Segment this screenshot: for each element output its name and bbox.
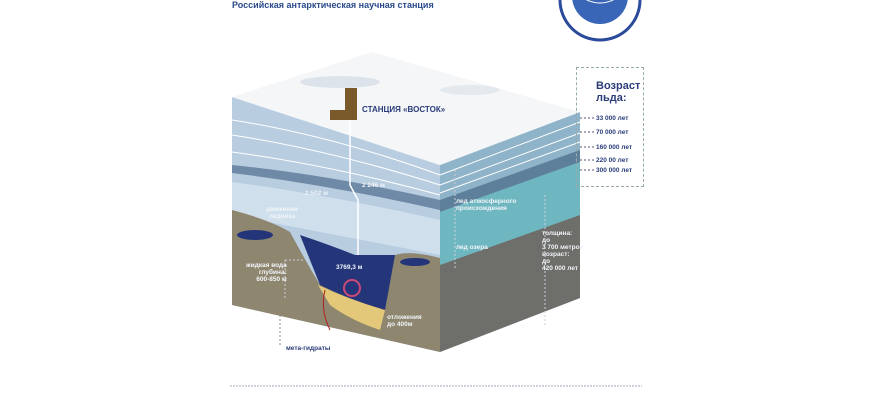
ice-layers-right [439,121,581,194]
lake-ice-label: лед озера [456,244,488,251]
lake-ice-right [440,162,580,265]
ice-age-title-line: льда: [596,92,627,104]
depth-label-2502: 2 502 м [305,190,328,197]
ice-age-legend-box [576,67,644,187]
ice-age-level: 160 000 лет [596,144,633,151]
ice-layers-left [231,119,441,196]
borehole [349,120,359,255]
depth-label-2246: 2 246 м [362,182,385,189]
ice-age-level: 220 00 лет [596,157,629,164]
logo-emblem [558,0,642,42]
sediment [318,285,385,330]
lake-water [300,235,395,310]
dark-ice-band [232,165,440,210]
water-circulation-icon [343,279,361,297]
subglacial-pocket [400,258,430,266]
header-subtitle: Российская антарктическая научная станци… [232,0,434,10]
dark-ice-band-right [440,150,580,212]
subglacial-pocket [237,230,273,240]
lower-ice [232,182,440,255]
methane-vent [322,289,331,331]
station-building-icon [330,88,357,120]
guide-lines [279,117,595,345]
methane-hydrates-label: мета-гидраты [286,345,331,352]
ice-age-level: 70 000 лет [596,129,629,136]
ice-age-title-line: Возраст [596,80,641,92]
ice-age-level: 33 000 лет [596,115,629,122]
depth-label-3769: 3769,3 м [336,264,363,271]
station-label: СТАНЦИЯ «ВОСТОК» [362,105,446,114]
bedrock-right [440,215,580,352]
ice-age-level: 300 000 лет [596,167,633,174]
